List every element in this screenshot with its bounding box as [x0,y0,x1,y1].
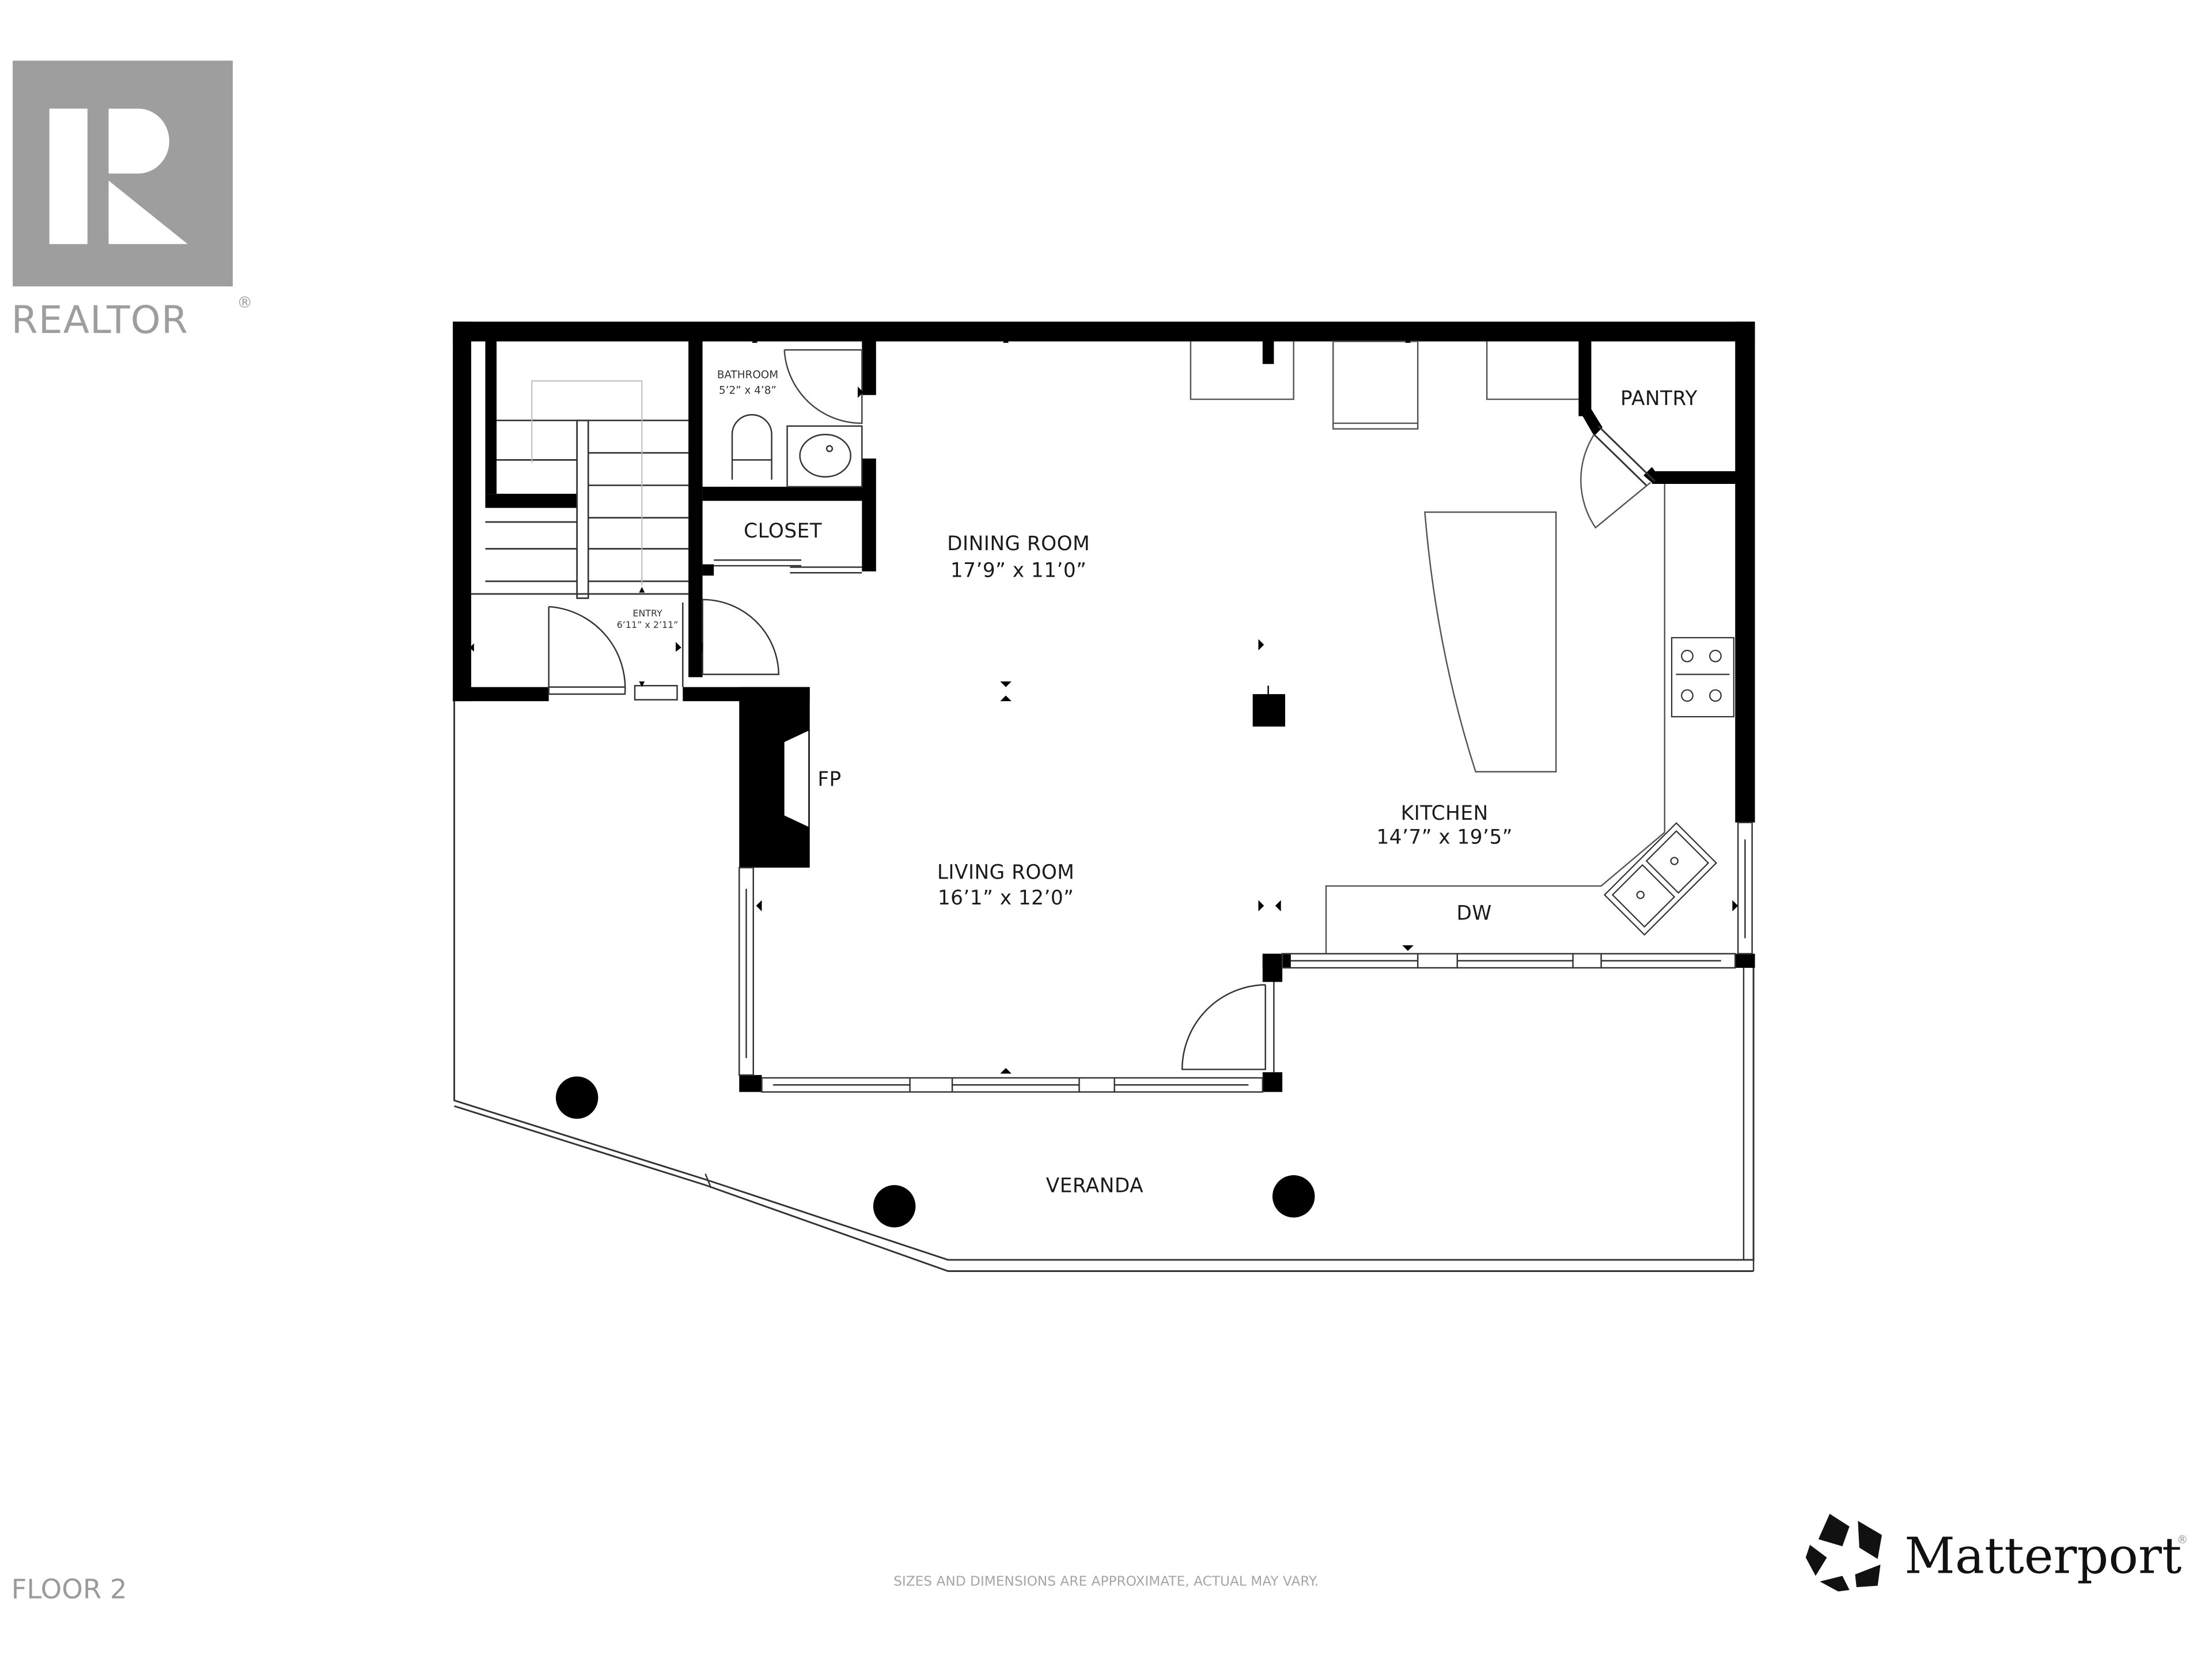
svg-text:LIVING ROOM: LIVING ROOM [937,861,1075,884]
room-kitchen: KITCHEN 14’7” x 19’5” [1376,802,1513,849]
bathroom-fixtures [731,349,863,488]
post-icon [1252,694,1286,727]
registered-mark: ® [2177,1533,2188,1546]
matterport-logo: Matterport ® [1805,1513,2188,1592]
room-closet-label: CLOSET [744,520,823,543]
svg-text:BATHROOM: BATHROOM [717,369,778,381]
disclaimer-text: SIZES AND DIMENSIONS ARE APPROXIMATE, AC… [893,1574,1319,1589]
matterport-wordmark: Matterport [1904,1528,2181,1585]
kitchen-cabinets [1190,340,1666,954]
registered-mark: ® [237,294,252,312]
sink-icon [786,425,863,488]
room-living-room: LIVING ROOM 16’1” x 12’0” [937,861,1075,910]
refrigerator-icon [1332,340,1419,430]
fireplace-label: FP [817,768,841,791]
svg-text:17’9” x 11’0”: 17’9” x 11’0” [950,559,1087,582]
window [761,1077,1264,1093]
column-icon [1272,1175,1315,1218]
svg-text:DINING ROOM: DINING ROOM [947,532,1090,555]
svg-text:6’11” x 2’11”: 6’11” x 2’11” [617,619,679,630]
column-icon [873,1185,916,1228]
floor-label: FLOOR 2 [12,1574,127,1605]
realtor-wordmark: REALTOR [12,298,189,342]
realtor-logo: REALTOR ® [12,60,252,342]
pantry-door[interactable] [1580,434,1652,529]
svg-text:ENTRY: ENTRY [632,608,662,619]
svg-text:16’1” x 12’0”: 16’1” x 12’0” [938,887,1074,910]
kitchen-sink-icon [1603,822,1717,936]
closet-doors[interactable] [714,559,862,574]
dishwasher-label: DW [1457,902,1492,925]
toilet-icon [731,414,772,480]
measure-markers [756,639,1738,1074]
window [1737,821,1753,955]
staircase[interactable] [471,380,689,599]
matterport-mark-icon [1805,1513,1882,1592]
room-pantry-label: PANTRY [1620,387,1698,410]
room-entry: ENTRY 6’11” x 2’11” [617,608,679,630]
room-dining-room: DINING ROOM 17’9” x 11’0” [947,532,1090,582]
window [738,866,754,1076]
fireplace-opening [784,730,809,827]
window [1281,953,1736,969]
interior-walls [485,338,1740,677]
entry-doors[interactable] [548,599,780,701]
room-veranda-label: VERANDA [1046,1174,1143,1197]
column-icon [555,1076,599,1119]
svg-text:KITCHEN: KITCHEN [1401,802,1488,825]
kitchen-island [1424,511,1557,773]
veranda-door[interactable] [1181,984,1266,1070]
room-bathroom: BATHROOM 5’2” x 4’8” [717,369,778,396]
stove-icon [1671,637,1734,718]
exterior-walls [453,321,1755,1092]
floor-plan: BATHROOM 5’2” x 4’8” CLOSET ENTRY 6’11” … [453,321,1755,1272]
svg-text:5’2” x 4’8”: 5’2” x 4’8” [719,384,777,396]
svg-text:14’7” x 19’5”: 14’7” x 19’5” [1376,826,1513,849]
